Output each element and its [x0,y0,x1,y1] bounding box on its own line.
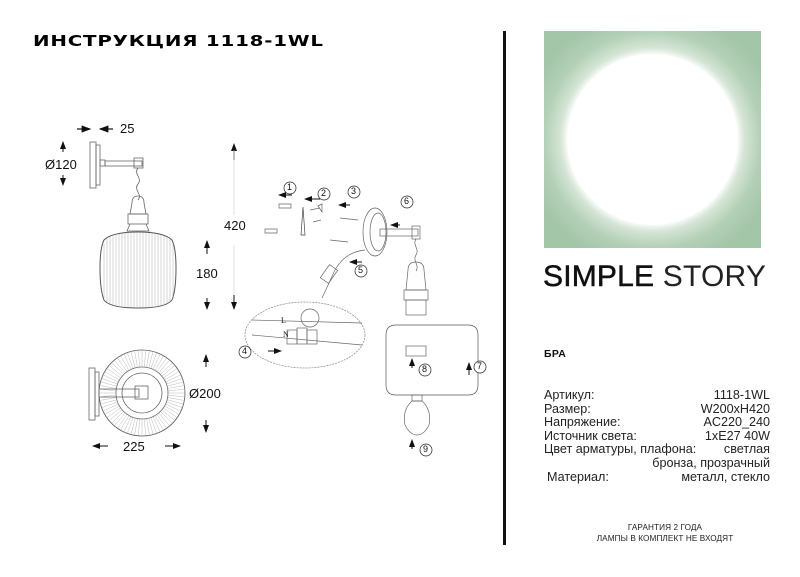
spec-list: Артикул: 1118-1WL Размер: W200xH420 Напр… [544,388,770,485]
step-3: 3 [351,186,357,196]
step-5: 5 [358,265,364,275]
spec-value: светлая [723,442,770,457]
page-title: ИНСТРУКЦИЯ 1118-1WL [33,32,324,50]
shade-ribs [103,232,174,308]
spec-value: 1118-1WL [713,388,770,402]
step-4: 4 [242,346,248,356]
spec-row-color: Цвет арматуры, плафона: светлая [544,443,770,457]
step-9: 9 [423,444,429,454]
spec-value: W200xH420 [700,401,770,416]
spec-label: Напряжение: [544,415,621,430]
spec-label: Артикул: [544,388,595,402]
spec-row-voltage: Напряжение: AC220_240 [544,416,770,430]
spec-row-light-source: Источник света: 1xE27 40W [544,428,770,444]
brand-name: SIMPLE STORY [543,260,766,294]
spec-value-continuation: бронза, прозрачный [652,455,770,470]
side-view-lamp [89,141,177,309]
step-8: 8 [422,364,428,374]
step-2: 2 [321,188,327,198]
spec-row-material: Материал: металл, стекло [544,469,770,485]
spec-label: Источник света: [544,428,637,443]
step-7: 7 [477,361,483,371]
wire-label-live: L [281,316,286,325]
spec-value: AC220_240 [703,415,770,430]
spec-label: Цвет арматуры, плафона: [544,442,697,457]
top-view-ribs [99,350,185,436]
brand-logo [544,31,761,248]
step-1: 1 [287,182,293,192]
brand-name-strong: SIMPLE [543,260,655,294]
spec-label: Размер: [544,401,591,416]
product-type: БРА [544,348,567,360]
technical-drawing [60,125,487,457]
dim-projection: 225 [123,439,145,454]
spec-label: Материал: [547,469,609,484]
step-markers [238,181,487,457]
footer-notes: ГАРАНТИЯ 2 ГОДА ЛАМПЫ В КОМПЛЕКТ НЕ ВХОД… [530,522,800,544]
dim-shade-diameter: Ø200 [189,386,221,401]
spec-value: металл, стекло [681,469,770,484]
side-view-dimensions [60,125,237,310]
top-view-dimensions [92,354,209,449]
section-divider [503,31,506,545]
brand-name-light: STORY [662,260,767,293]
assembly-arrows [268,192,472,449]
spec-row-size: Размер: W200xH420 [544,401,770,417]
dim-depth-25: 25 [120,121,135,136]
dim-shade-height: 180 [196,266,218,281]
spec-value: 1xE27 40W [704,428,770,443]
sun-circle-logo-icon [567,54,738,225]
wire-label-neutral: N [283,330,289,339]
bulbs-not-included-note: ЛАМПЫ В КОМПЛЕКТ НЕ ВХОДЯТ [596,534,734,543]
spec-row-article: Артикул: 1118-1WL [544,388,770,403]
assembly-view [244,203,479,436]
dim-total-height: 420 [224,218,246,233]
warranty-note: ГАРАНТИЯ 2 ГОДА [627,523,703,532]
step-6: 6 [404,196,410,206]
dim-backplate-diameter: Ø120 [45,157,77,172]
spec-row-color-continuation: бронза, прозрачный [544,455,770,471]
